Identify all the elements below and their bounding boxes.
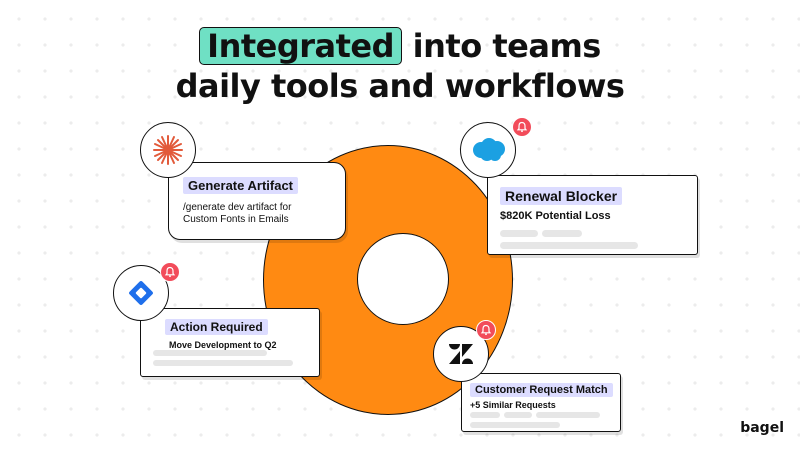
notification-bell [512,117,532,137]
placeholder-bar [470,412,500,418]
placeholder-bar [542,230,582,237]
headline-line2: daily tools and workflows [175,67,625,105]
placeholder-bar [153,350,267,356]
salesforce-avatar [460,122,516,178]
card-subtitle-line2: Custom Fonts in Emails [183,214,289,225]
placeholder-bar [500,242,638,249]
card-title: Generate Artifact [183,177,298,194]
headline-line1: Integrated into teams [0,26,800,66]
notification-bell [160,262,180,282]
renewal-blocker-card[interactable]: Renewal Blocker $820K Potential Loss [487,175,698,255]
card-title: Action Required [165,319,268,335]
zendesk-icon [449,344,473,364]
sparkle-icon [153,135,183,165]
card-subtitle-line1: /generate dev artifact for [183,202,292,213]
card-subtitle: +5 Similar Requests [470,400,556,410]
sparkle-avatar [140,122,196,178]
customer-request-card[interactable]: Customer Request Match +5 Similar Reques… [461,373,621,432]
bell-icon [516,121,528,133]
placeholder-bar [470,422,560,428]
brand-logo: bagel [740,420,784,436]
ring-hole [357,233,449,325]
placeholder-bar [504,412,532,418]
generate-artifact-card[interactable]: Generate Artifact /generate dev artifact… [168,162,346,240]
card-title: Customer Request Match [470,383,613,397]
placeholder-bar [500,230,538,237]
card-subtitle: $820K Potential Loss [500,210,611,222]
bell-icon [164,266,176,278]
action-required-card[interactable]: Action Required Move Development to Q2 [140,308,320,377]
jira-icon [129,281,153,305]
bell-icon [480,324,492,336]
card-title: Renewal Blocker [500,187,623,205]
placeholder-bar [536,412,600,418]
placeholder-bar [153,360,293,366]
headline-line1-rest: into teams [402,27,602,65]
headline: Integrated into teams daily tools and wo… [0,26,800,106]
jira-avatar [113,265,169,321]
headline-highlight: Integrated [199,27,403,65]
card-subtitle: Move Development to Q2 [169,340,277,350]
notification-bell [476,320,496,340]
salesforce-cloud-icon [473,138,505,161]
